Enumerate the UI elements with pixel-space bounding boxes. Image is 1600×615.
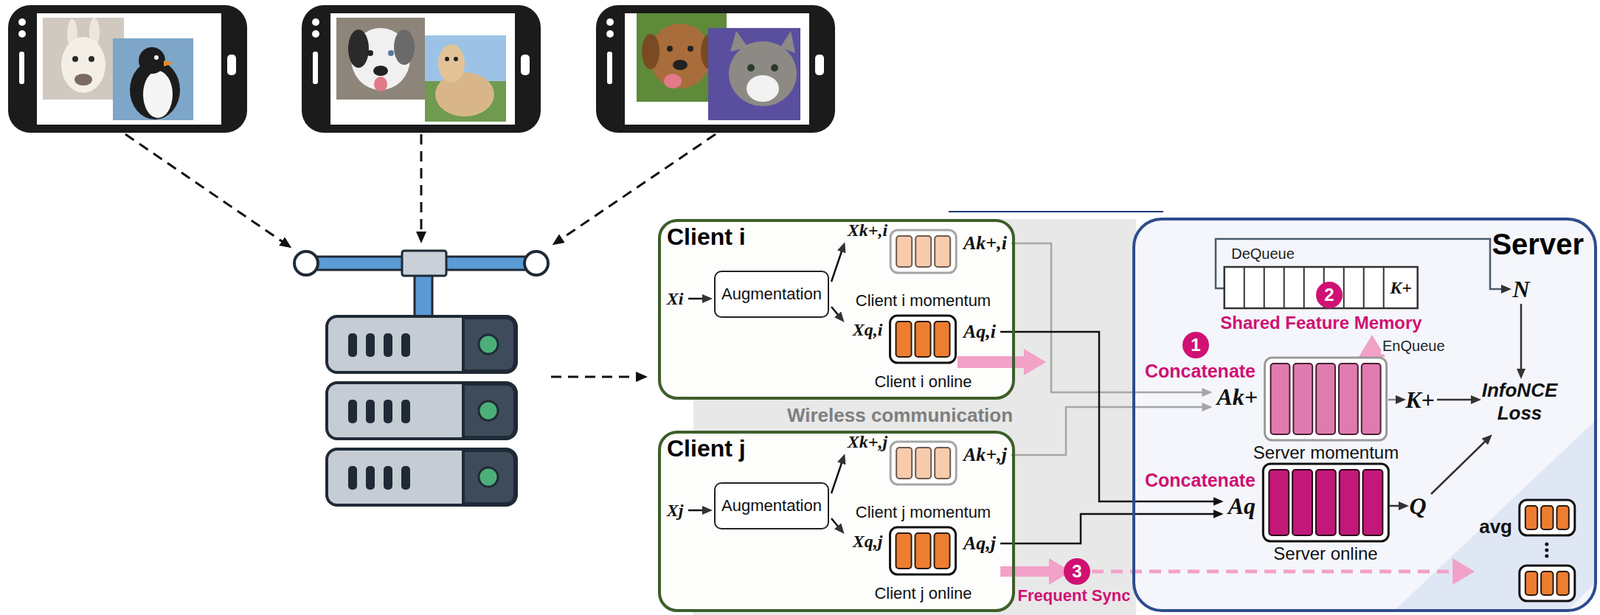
panel-title: Client i	[666, 223, 746, 251]
edge-label: Frequent Sync	[1016, 586, 1133, 606]
model-stack: avg	[1474, 498, 1580, 603]
vector-label: Aq,i	[963, 320, 996, 344]
text-label: Xi	[666, 289, 684, 310]
box-label: Augmentation	[721, 496, 822, 516]
vector-label: Ak+,i	[963, 232, 1007, 255]
vector-label: Aq,j	[963, 532, 996, 555]
text-label: Xk+,j	[847, 432, 888, 453]
text-label: Xq,i	[852, 320, 883, 341]
vector-label: Ak+	[1216, 383, 1258, 411]
callout-number: 3	[1063, 558, 1091, 585]
text-label: Xq,j	[852, 531, 883, 552]
process-box: Augmentation	[714, 482, 830, 530]
encoder-block: Aq,iClient i online	[869, 314, 1001, 394]
vector-label: Aq	[1228, 492, 1256, 521]
text-label: Concatenate	[1144, 469, 1256, 492]
text-label: Concatenate	[1144, 360, 1256, 383]
connector	[1000, 514, 1221, 544]
callout-number: 1	[1182, 331, 1210, 359]
block-caption: Server online	[1273, 543, 1378, 565]
process-box: Augmentation	[714, 270, 830, 318]
panel-fill	[657, 219, 1016, 400]
panel-title: Client j	[666, 435, 746, 463]
block-drawing	[1474, 498, 1580, 603]
block-caption: Server momentum	[1253, 442, 1399, 464]
queue-entry: K+	[1389, 278, 1412, 299]
text-label: Xj	[666, 500, 684, 521]
panel: Client j Augmentation Ak+,jClient j moment…	[657, 430, 1016, 613]
edge-label: EnQueue	[1380, 337, 1447, 355]
flow-arrows	[688, 244, 844, 532]
phone-3	[596, 5, 836, 133]
block-caption: Client i momentum	[855, 291, 991, 311]
panel: Client i Augmentation Ak+,iClient i moment…	[657, 219, 1016, 400]
panel-shade	[1394, 421, 1595, 611]
block-caption: Client i online	[874, 372, 972, 392]
panel-title: Server	[1491, 227, 1584, 262]
queue-caption: Shared Feature Memory	[1220, 312, 1422, 334]
vector-label: Ak+,j	[963, 444, 1007, 467]
block-caption: Client j online	[874, 584, 972, 604]
text-label: K+	[1405, 386, 1435, 414]
text-label: Q	[1408, 492, 1426, 521]
text-label: Xk+,i	[847, 220, 888, 241]
sync-arrow	[957, 356, 1032, 369]
panel-fill	[1132, 217, 1598, 613]
block-caption: Client j momentum	[855, 503, 991, 523]
text-label: N	[1512, 275, 1530, 304]
vector-label: avg	[1479, 515, 1513, 539]
phone-1	[8, 5, 248, 133]
encoder-block: Aq,jClient j online	[869, 525, 1001, 605]
connector	[1372, 349, 1373, 357]
connector	[1011, 407, 1210, 456]
box-label: Augmentation	[721, 284, 822, 304]
text-label: Wireless communication	[787, 404, 1013, 428]
phone-2	[301, 5, 541, 133]
encoder-block: Ak+,iClient i momentum	[851, 228, 1012, 313]
text-label: InfoNCE Loss	[1481, 379, 1558, 425]
panel-fill	[657, 430, 1016, 613]
encoder-block: Ak+,jClient j momentum	[851, 440, 1012, 524]
rule-line	[948, 210, 1164, 213]
text-label: DeQueue	[1231, 245, 1295, 263]
upload-arrows	[125, 134, 716, 377]
callout-number: 2	[1315, 281, 1343, 309]
server-icon	[294, 250, 549, 506]
